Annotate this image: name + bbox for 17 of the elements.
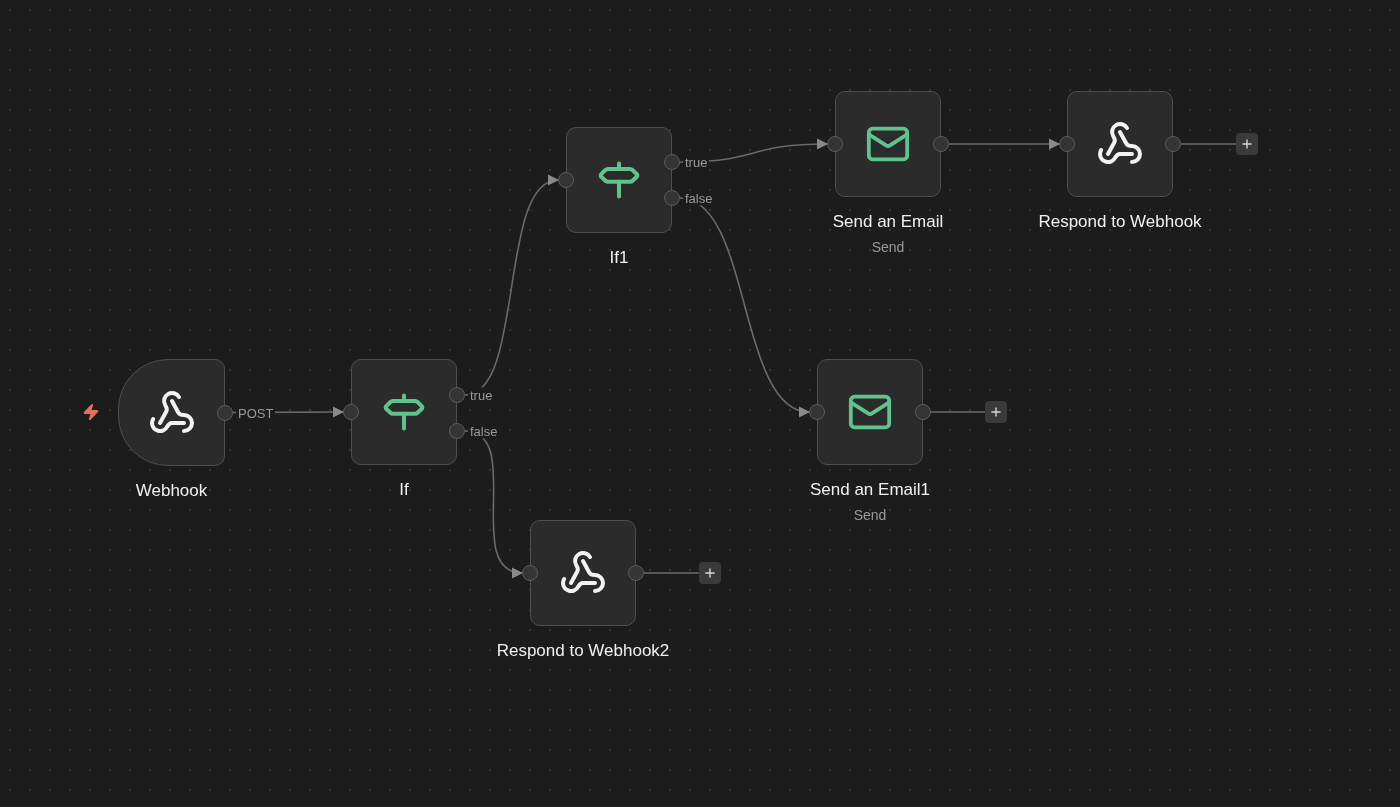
arrow <box>948 138 1061 150</box>
node-title: Webhook <box>135 481 208 501</box>
connector-line <box>1180 143 1237 145</box>
connector-line <box>930 411 986 413</box>
node-title: Send an Email <box>832 212 944 232</box>
edge-label: true <box>468 387 495 403</box>
node-title: Respond to Webhook <box>1038 212 1202 232</box>
node-title: Send an Email1 <box>810 480 930 500</box>
node-subtitle: Send <box>853 507 887 523</box>
arrow <box>464 430 524 577</box>
arrow <box>679 197 811 415</box>
node-title: If1 <box>609 248 629 268</box>
node-subtitle: Send <box>871 239 905 255</box>
connector-line <box>643 572 700 574</box>
node-title: If <box>399 480 409 500</box>
node-title: Respond to Webhook2 <box>496 641 670 661</box>
arrow <box>464 177 560 396</box>
